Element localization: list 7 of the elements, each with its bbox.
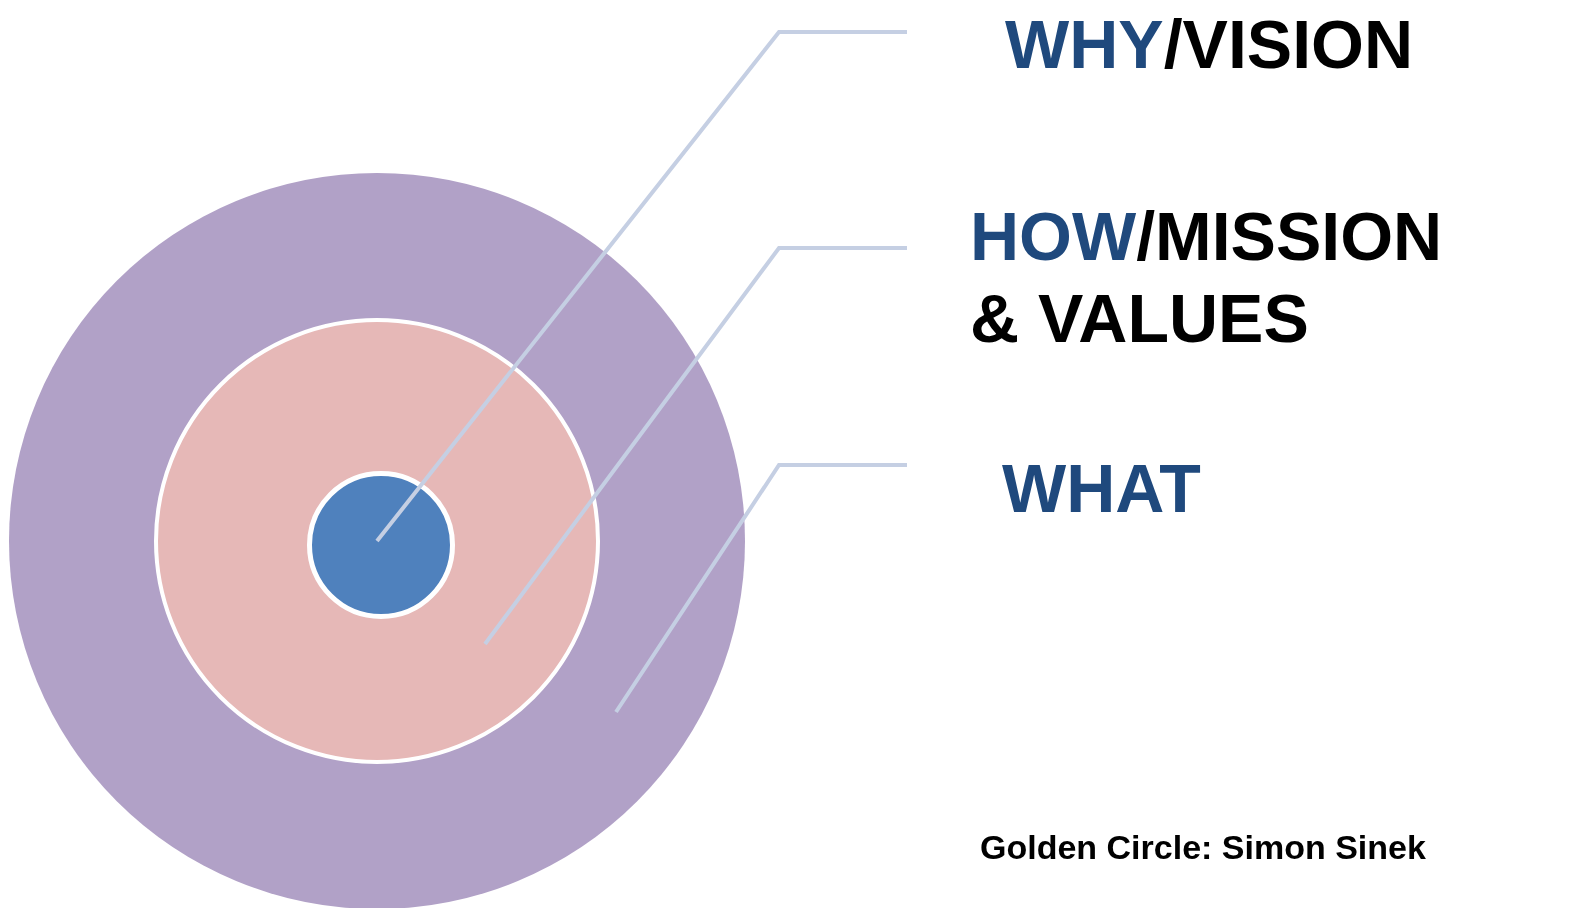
heading-label: WHAT — [907, 448, 1431, 530]
caption: Golden Circle: Simon Sinek — [980, 828, 1426, 867]
heading-label: HOW/MISSION & VALUES — [907, 196, 1471, 360]
leader-line — [483, 246, 907, 646]
leader-line — [614, 463, 907, 714]
heading-label: WHY/VISION — [907, 4, 1511, 86]
leader-line — [375, 30, 907, 543]
